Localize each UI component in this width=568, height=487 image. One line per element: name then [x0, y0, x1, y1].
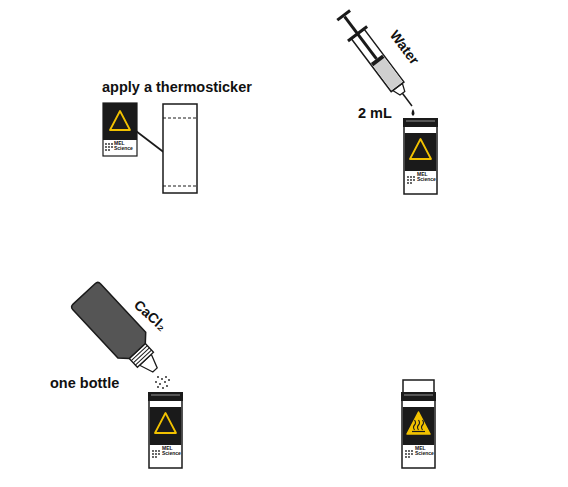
- syringe-label: Water: [386, 28, 421, 68]
- tube-with-sticker: [148, 392, 183, 468]
- step-instruction: apply a thermosticker: [102, 80, 252, 96]
- capped-heated-tube: [401, 380, 436, 468]
- reagent-bottle: [70, 281, 169, 383]
- brand-mark: MEL Science: [162, 446, 182, 457]
- empty-tube: [163, 104, 197, 193]
- syringe: [333, 7, 421, 113]
- brand-mark: MEL Science: [114, 141, 134, 152]
- tube-with-sticker: [403, 118, 438, 194]
- step-instruction: one bottle: [50, 376, 119, 392]
- water-drop: [412, 109, 415, 116]
- brand-mark: MEL Science: [415, 446, 435, 457]
- volume-label: 2 mL: [358, 106, 392, 122]
- thermosticker: [103, 103, 137, 156]
- powder: [155, 376, 170, 389]
- brand-mark: MEL Science: [417, 172, 437, 183]
